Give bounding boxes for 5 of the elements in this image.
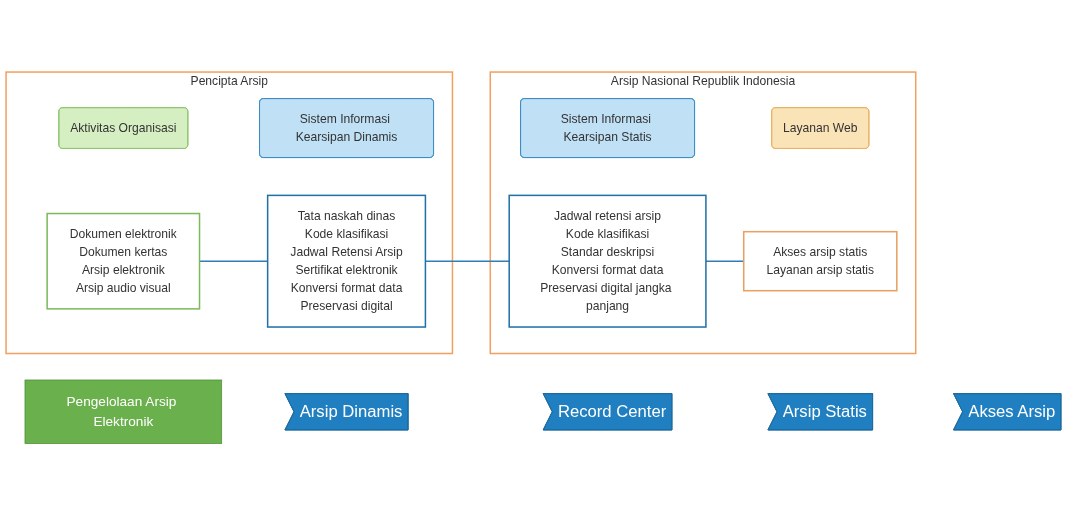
node-box: Dokumen elektronik Dokumen kertas Arsip elektronik Arsip audio visual bbox=[46, 212, 201, 310]
node-box: Akses arsip statis Layanan arsip statis bbox=[743, 230, 898, 292]
node-box: Pengelolaan Arsip Elektronik bbox=[24, 379, 223, 444]
node-box: Jadwal retensi arsip Kode klasifikasi Standar deskripsi Konversi format data Preservasi digital jangka panjang bbox=[508, 194, 707, 328]
node-box: Tata naskah dinas Kode klasifikasi Jadwal Retensi Arsip Sertifikat elektronik Konversi format data Preservasi digital bbox=[266, 194, 427, 328]
